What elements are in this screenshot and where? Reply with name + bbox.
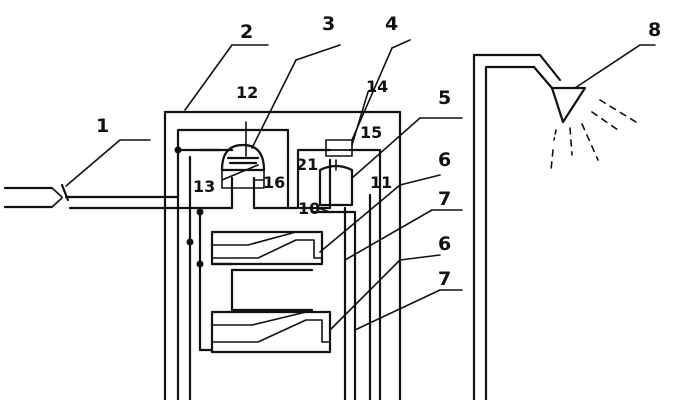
label-4: 4 bbox=[385, 13, 398, 35]
label-21: 21 bbox=[296, 155, 318, 174]
heater-cabinet bbox=[163, 44, 402, 400]
gas-valve bbox=[220, 44, 341, 189]
inlet-pipe bbox=[3, 139, 202, 210]
label-11: 11 bbox=[370, 173, 392, 192]
label-14: 14 bbox=[366, 77, 388, 96]
label-5: 5 bbox=[438, 87, 451, 109]
heat-exchanger-lower bbox=[210, 209, 463, 354]
label-15: 15 bbox=[360, 123, 382, 142]
shower-pipe bbox=[472, 53, 562, 400]
label-10: 10 bbox=[298, 199, 320, 218]
label-6b: 6 bbox=[438, 233, 451, 255]
water-spray bbox=[550, 99, 637, 171]
label-13: 13 bbox=[193, 177, 215, 196]
label-8: 8 bbox=[648, 19, 661, 41]
label-3: 3 bbox=[322, 13, 335, 35]
junction-dots bbox=[174, 146, 204, 268]
label-7b: 7 bbox=[438, 268, 451, 290]
label-12: 12 bbox=[236, 83, 258, 102]
label-2: 2 bbox=[240, 21, 253, 43]
label-16: 16 bbox=[263, 173, 285, 192]
ignition-module bbox=[325, 39, 411, 157]
label-6a: 6 bbox=[438, 149, 451, 171]
shower-head bbox=[550, 44, 656, 124]
heat-exchanger-upper bbox=[210, 174, 441, 266]
internal-pipework bbox=[176, 128, 382, 400]
fan-unit bbox=[317, 117, 463, 213]
label-7a: 7 bbox=[438, 188, 451, 210]
label-1: 1 bbox=[96, 115, 109, 137]
